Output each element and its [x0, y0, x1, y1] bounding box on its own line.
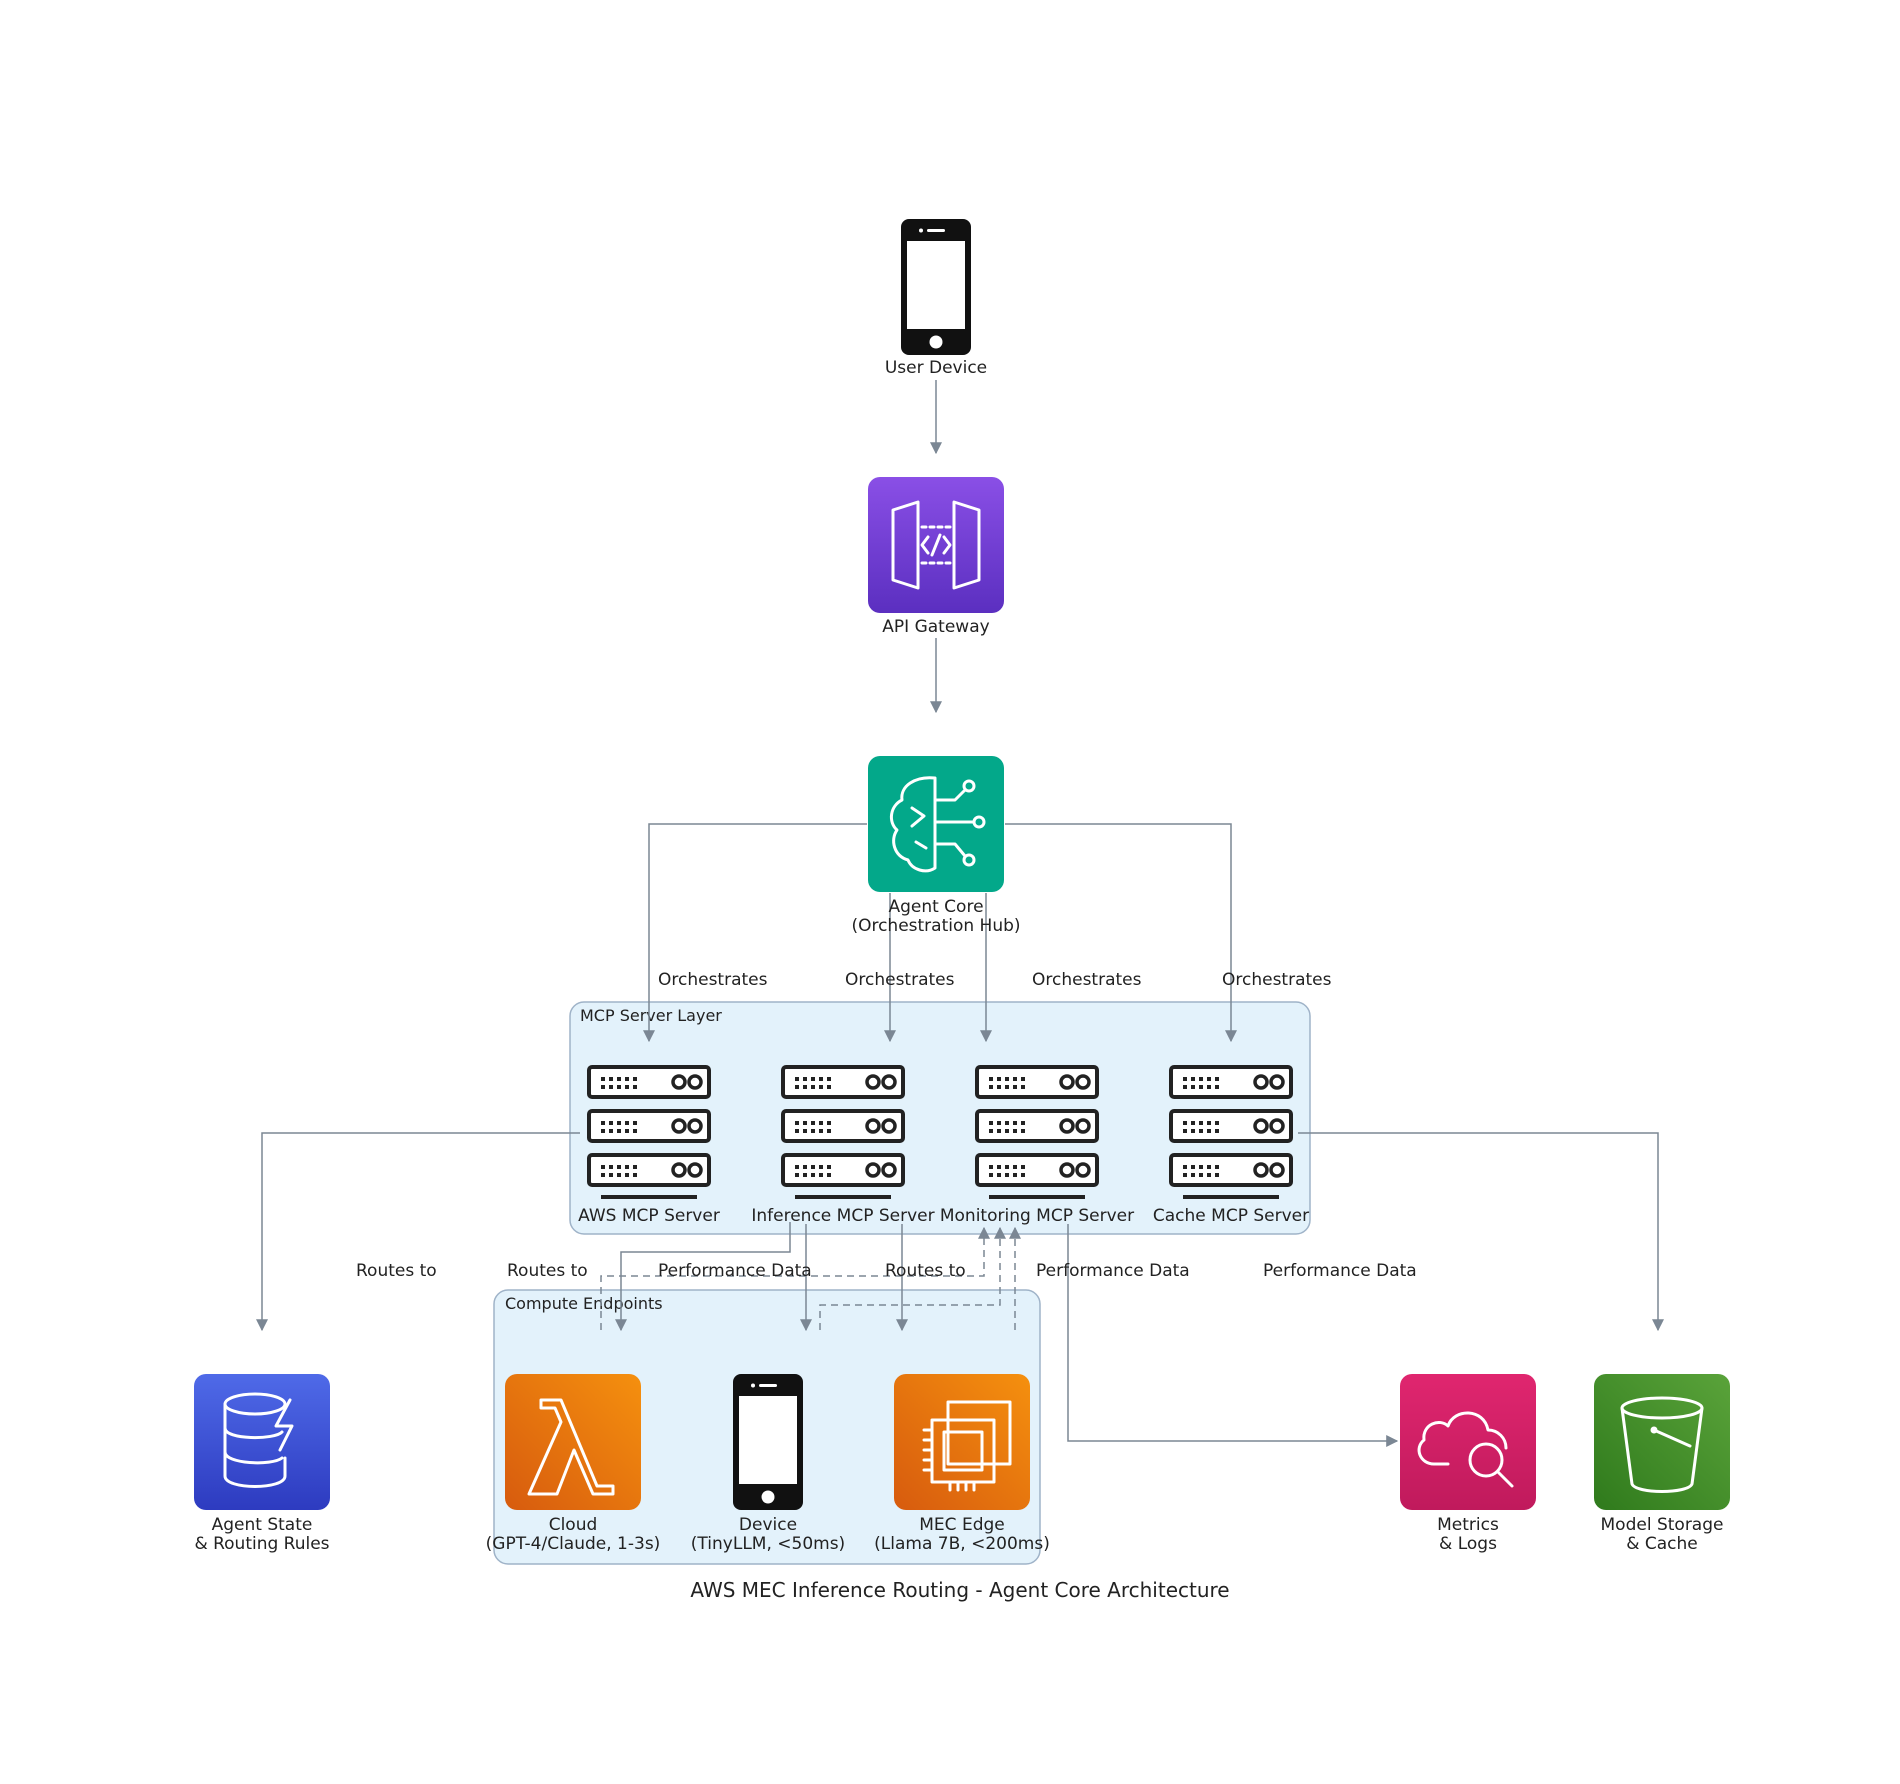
- edge-label-routes-to-3: Routes to: [885, 1261, 966, 1281]
- brain-circuit-icon: [889, 776, 986, 873]
- inference-mcp-server-node[interactable]: Inference MCP Server: [751, 1065, 935, 1226]
- model-storage-node[interactable]: Model Storage & Cache: [1594, 1374, 1730, 1554]
- mobile-phone-icon: [733, 1374, 803, 1510]
- edge-monitoring-to-metrics: [1067, 1224, 1399, 1447]
- agent-state-label-line1: Agent State: [212, 1515, 313, 1535]
- edge-label-orchestrates-3: Orchestrates: [1032, 970, 1142, 990]
- user-device-node[interactable]: User Device: [885, 219, 987, 378]
- mec-edge-label-line1: MEC Edge: [919, 1515, 1004, 1535]
- edge-cache-mcp-to-model-storage: [1298, 1132, 1664, 1332]
- agent-core-node[interactable]: Agent Core (Orchestration Hub): [851, 756, 1021, 936]
- model-storage-label-line2: & Cache: [1626, 1534, 1698, 1554]
- aws-mcp-server-label: AWS MCP Server: [578, 1206, 720, 1226]
- inference-mcp-server-label: Inference MCP Server: [751, 1206, 934, 1226]
- user-device-label: User Device: [885, 358, 987, 378]
- agent-state-node[interactable]: Agent State & Routing Rules: [194, 1374, 330, 1554]
- device-label-line2: (TinyLLM, <50ms): [691, 1534, 845, 1554]
- edge-label-performance-data-1: Performance Data: [658, 1261, 812, 1281]
- cloudwatch-icon: [1417, 1411, 1514, 1488]
- compute-endpoints-label: Compute Endpoints: [505, 1294, 663, 1313]
- edge-perf-data-cloud: [600, 1226, 990, 1330]
- edge-orchestrates-aws-mcp: [643, 823, 867, 1043]
- edge-labels: Orchestrates Orchestrates Orchestrates O…: [356, 970, 1417, 1281]
- api-gateway-node[interactable]: API Gateway: [868, 477, 1004, 637]
- edges: [256, 380, 1664, 1447]
- lambda-icon: [527, 1398, 615, 1496]
- cache-mcp-server-node[interactable]: Cache MCP Server: [1153, 1065, 1309, 1226]
- agent-state-label-line2: & Routing Rules: [194, 1534, 329, 1554]
- diagram-title: AWS MEC Inference Routing - Agent Core A…: [690, 1578, 1229, 1602]
- edge-label-orchestrates-1: Orchestrates: [658, 970, 768, 990]
- cache-mcp-server-label: Cache MCP Server: [1153, 1206, 1309, 1226]
- metrics-label-line2: & Logs: [1439, 1534, 1497, 1554]
- lambda-icon-bg: [505, 1374, 641, 1510]
- metrics-label-line1: Metrics: [1437, 1515, 1499, 1535]
- edge-label-orchestrates-2: Orchestrates: [845, 970, 955, 990]
- edge-label-routes-to-1: Routes to: [356, 1261, 437, 1281]
- server-rack-icon: [1169, 1065, 1293, 1199]
- edge-routes-to-cloud: [615, 1222, 791, 1332]
- device-node[interactable]: Device (TinyLLM, <50ms): [691, 1374, 845, 1554]
- dynamodb-icon: [223, 1392, 294, 1488]
- edge-label-performance-data-2: Performance Data: [1036, 1261, 1190, 1281]
- mcp-server-layer-cluster: MCP Server Layer: [569, 1001, 1311, 1235]
- mec-edge-node[interactable]: MEC Edge (Llama 7B, <200ms): [874, 1374, 1050, 1554]
- mec-edge-label-line2: (Llama 7B, <200ms): [874, 1534, 1050, 1554]
- agent-core-label-line1: Agent Core: [888, 897, 983, 917]
- monitoring-mcp-server-label: Monitoring MCP Server: [940, 1206, 1134, 1226]
- model-storage-label-line1: Model Storage: [1601, 1515, 1724, 1535]
- server-rack-icon: [587, 1065, 711, 1199]
- mobile-phone-icon: [901, 219, 971, 355]
- edge-label-orchestrates-4: Orchestrates: [1222, 970, 1332, 990]
- edge-aws-mcp-to-agent-state: [256, 1132, 580, 1332]
- agent-core-label-line2: (Orchestration Hub): [851, 916, 1020, 936]
- edge-perf-data-device: [819, 1226, 1006, 1330]
- edge-orchestrates-cache-mcp: [1005, 823, 1237, 1043]
- mcp-server-layer-label: MCP Server Layer: [580, 1006, 722, 1025]
- cloud-node[interactable]: Cloud (GPT-4/Claude, 1-3s): [486, 1374, 661, 1554]
- ec2-chip-icon: [922, 1400, 1012, 1492]
- monitoring-mcp-server-node[interactable]: Monitoring MCP Server: [940, 1065, 1134, 1226]
- s3-icon-bg: [1594, 1374, 1730, 1510]
- metrics-node[interactable]: Metrics & Logs: [1400, 1374, 1536, 1554]
- device-label-line1: Device: [739, 1515, 797, 1535]
- api-gateway-label: API Gateway: [882, 617, 989, 637]
- cloud-label-line2: (GPT-4/Claude, 1-3s): [486, 1534, 661, 1554]
- edge-label-performance-data-3: Performance Data: [1263, 1261, 1417, 1281]
- server-rack-icon: [781, 1065, 905, 1199]
- server-rack-icon: [975, 1065, 1099, 1199]
- s3-bucket-icon: [1620, 1396, 1704, 1493]
- cloud-label-line1: Cloud: [549, 1515, 598, 1535]
- aws-mcp-server-node[interactable]: AWS MCP Server: [578, 1065, 720, 1226]
- edge-label-routes-to-2: Routes to: [507, 1261, 588, 1281]
- api-gateway-icon: [891, 500, 981, 590]
- ec2-icon-bg: [894, 1374, 1030, 1510]
